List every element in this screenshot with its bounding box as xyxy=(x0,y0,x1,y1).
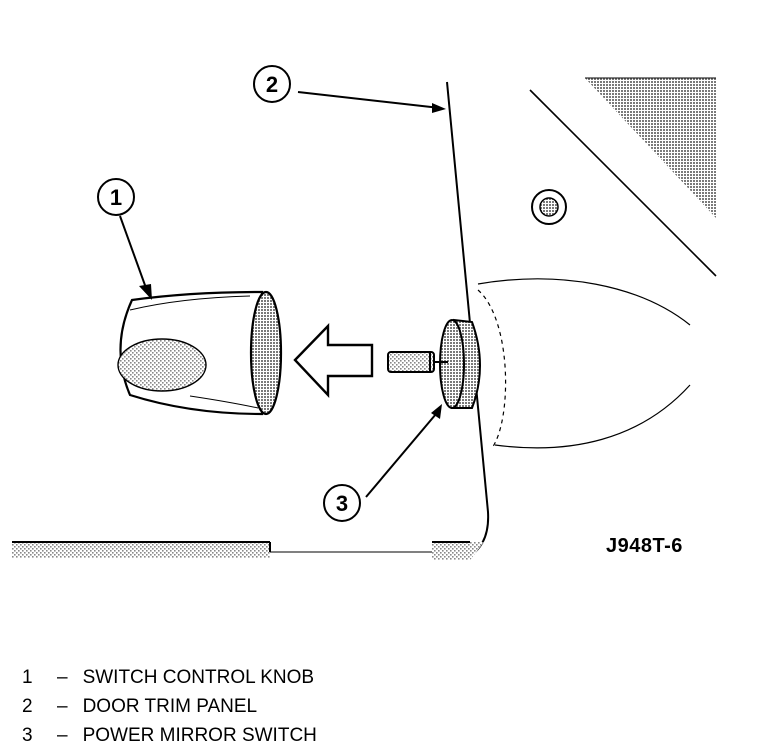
mirror-housing xyxy=(530,78,716,276)
switch-control-knob xyxy=(118,292,281,414)
legend-number: 2 xyxy=(22,695,42,718)
callout-1: 1 xyxy=(98,179,152,300)
legend-dash: – xyxy=(47,695,77,718)
exploded-diagram: 1 2 3 xyxy=(0,0,768,600)
legend-item: 3 – POWER MIRROR SWITCH xyxy=(22,724,742,753)
legend-text: DOOR TRIM PANEL xyxy=(83,696,258,717)
legend-text: SWITCH CONTROL KNOB xyxy=(83,667,315,688)
callout-3: 3 xyxy=(324,404,442,521)
callout-3-number: 3 xyxy=(336,491,348,516)
legend-item: 1 – SWITCH CONTROL KNOB xyxy=(22,666,742,695)
legend-dash: – xyxy=(47,724,77,747)
figure-id: J948T-6 xyxy=(606,535,683,558)
legend-text: POWER MIRROR SWITCH xyxy=(83,725,317,746)
callout-1-number: 1 xyxy=(110,185,122,210)
legend: 1 – SWITCH CONTROL KNOB 2 – DOOR TRIM PA… xyxy=(22,666,742,753)
switch-bezel xyxy=(478,279,690,448)
legend-item: 2 – DOOR TRIM PANEL xyxy=(22,695,742,724)
power-mirror-switch xyxy=(388,320,480,408)
callout-2: 2 xyxy=(254,66,446,113)
callout-2-number: 2 xyxy=(266,72,278,97)
removal-arrow xyxy=(295,326,372,395)
legend-dash: – xyxy=(47,666,77,689)
legend-number: 1 xyxy=(22,666,42,689)
legend-number: 3 xyxy=(22,724,42,747)
